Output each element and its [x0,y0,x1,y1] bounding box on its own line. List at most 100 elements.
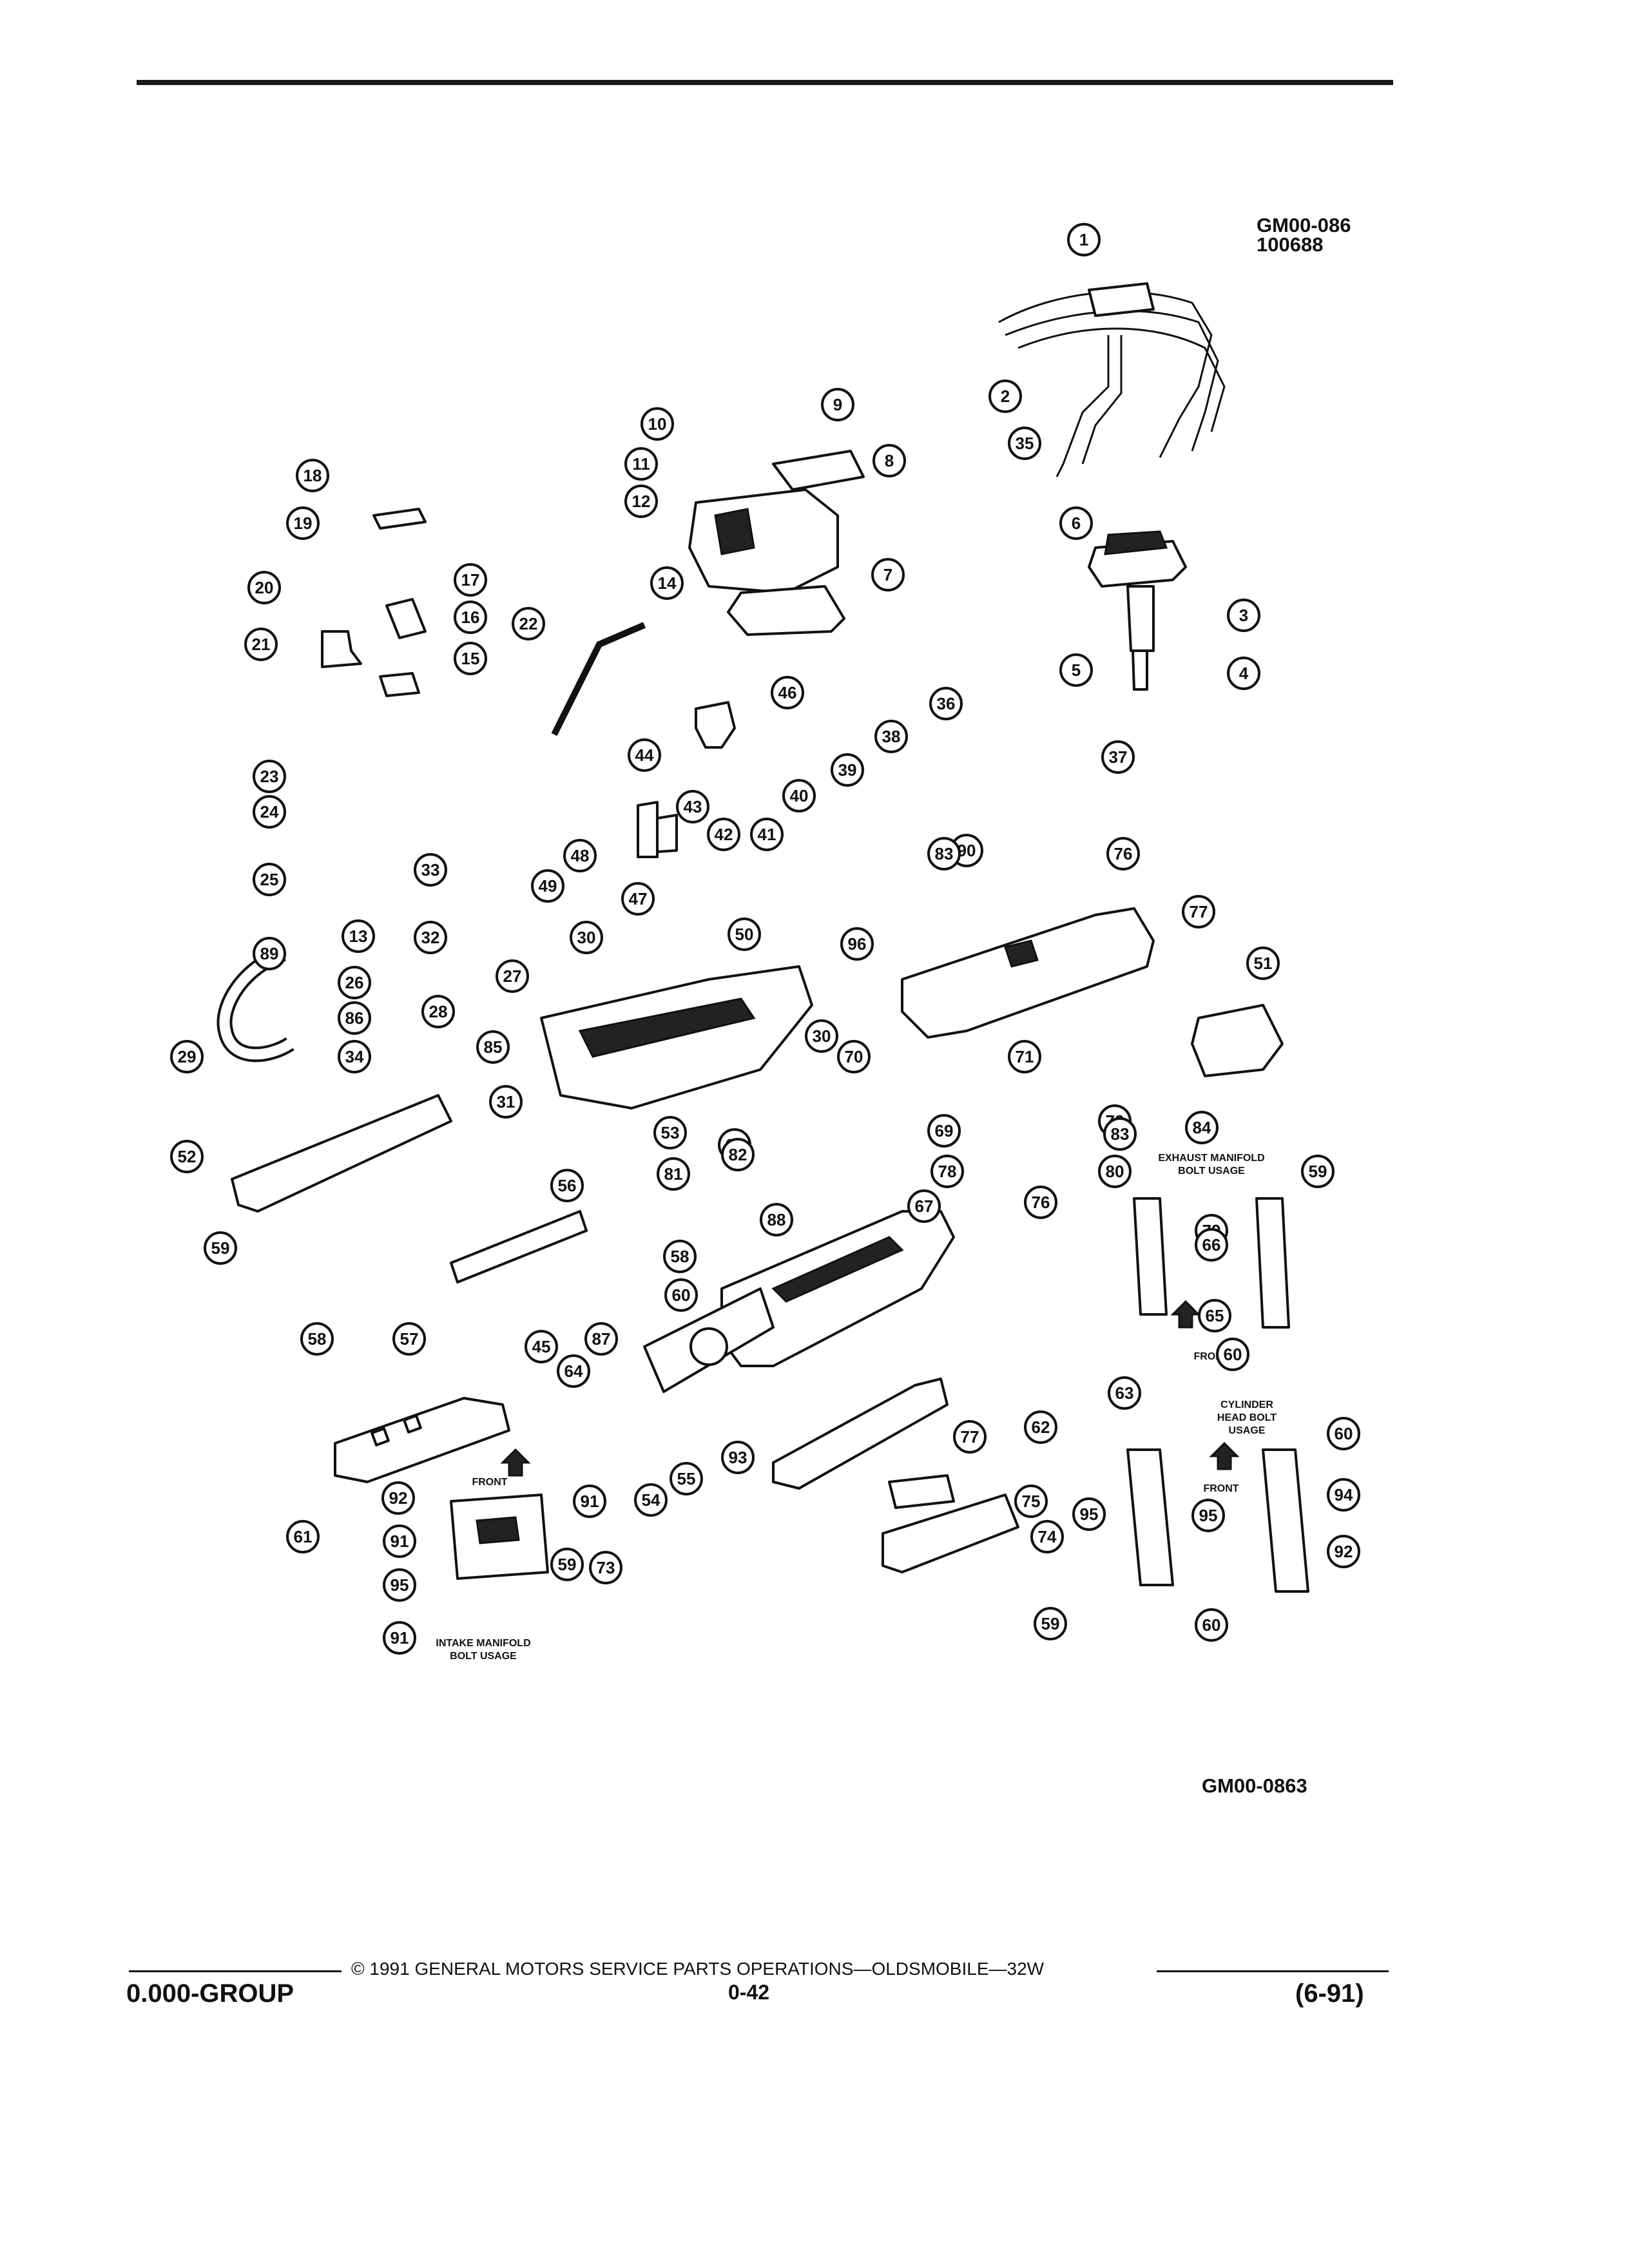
callout-number: 60 [672,1285,691,1305]
front-cover [1191,1004,1284,1077]
callout-number: 8 [885,451,894,470]
callout-number: 50 [735,925,754,944]
callout-circle [170,1040,204,1073]
callout-circle [296,459,329,492]
callout-number: 22 [519,614,538,633]
callout-58: 58 [663,1240,697,1273]
callout-62: 62 [1024,1410,1057,1444]
callout-number: 57 [400,1329,419,1349]
callout-circle [1008,427,1041,460]
callout-95: 95 [1191,1499,1225,1532]
callout-circle [907,1189,941,1223]
callout-43: 43 [676,790,709,823]
callout-number: 64 [564,1361,583,1381]
callout-number: 86 [345,1008,364,1028]
callout-58: 58 [300,1322,334,1356]
callout-number: 69 [935,1121,954,1140]
callout-number: 66 [1202,1235,1221,1254]
callout-number: 51 [1254,954,1273,973]
callout-number: 93 [729,1448,747,1467]
callout-number: 67 [915,1196,934,1216]
callout-1: 1 [1067,223,1101,256]
callout-96: 96 [840,927,874,961]
callout-15: 15 [454,642,487,675]
callout-circle [927,1114,961,1148]
callout-circle [338,966,371,999]
head-bolt-usage-left [1126,1448,1174,1586]
callout-3: 3 [1227,599,1260,632]
callout-circle [342,919,375,953]
callout-circle [584,1322,618,1356]
callout-number: 27 [503,966,522,986]
callout-74: 74 [1030,1520,1064,1553]
callout-number: 91 [581,1492,599,1511]
callout-44: 44 [628,738,661,772]
footer-rule-right [1157,1970,1389,1972]
callout-circle [657,1157,690,1191]
callout-circle [414,853,447,887]
callout-8: 8 [872,444,906,477]
callout-92: 92 [381,1481,415,1515]
callout-number: 55 [677,1469,696,1488]
callout-circle [476,1030,510,1064]
callout-92: 92 [1327,1535,1360,1568]
callout-circle [1072,1497,1106,1531]
callout-32: 32 [414,921,447,954]
callout-number: 96 [848,934,867,954]
callout-circle [550,1169,584,1202]
callout-circle [392,1322,426,1356]
callout-76: 76 [1106,837,1140,870]
callout-60: 60 [664,1278,698,1312]
callout-number: 56 [558,1176,577,1195]
egr-valve [695,701,736,749]
callout-number: 95 [390,1575,409,1595]
footer-page-number: 0-42 [728,1981,770,2004]
figure-ref-code: GM00-086 [1257,214,1351,236]
callout-circle [1108,1376,1141,1410]
callout-circle [247,571,281,604]
callout-11: 11 [624,447,658,481]
callout-number: 46 [778,683,797,702]
callout-number: 26 [345,973,364,992]
callout-circle [253,795,286,829]
callout-64: 64 [557,1354,590,1388]
callout-number: 38 [882,727,901,746]
callout-9: 9 [821,388,854,421]
callout-circle [1227,657,1260,690]
cylinder-head-label-2: HEAD BOLT [1217,1412,1277,1423]
exhaust-bolt-usage-left [1133,1197,1168,1316]
callout-circle [653,1116,687,1149]
callout-circle [650,566,684,600]
callout-number: 25 [260,870,279,889]
callout-circle [728,918,761,951]
callout-number: 21 [252,635,271,654]
callout-number: 14 [658,573,677,593]
callout-67: 67 [907,1189,941,1223]
callout-number: 6 [1072,514,1081,533]
callout-number: 76 [1114,844,1133,863]
callout-number: 83 [1111,1124,1130,1144]
callout-34: 34 [338,1040,371,1073]
callout-circle [621,882,655,916]
callout-circle [1106,837,1140,870]
callout-circle [383,1524,416,1558]
head-gasket [643,1287,775,1393]
callout-circle [489,1085,523,1119]
footer-copyright: © 1991 GENERAL MOTORS SERVICE PARTS OPER… [351,1959,1045,1979]
callout-number: 18 [304,466,322,485]
callout-45: 45 [525,1330,558,1363]
callout-circle [286,506,320,540]
callout-number: 11 [632,454,650,474]
callout-circle [1327,1417,1360,1450]
callout-circle [383,1621,416,1655]
callout-60: 60 [1195,1608,1228,1642]
callout-number: 58 [308,1329,327,1349]
callout-59: 59 [1034,1607,1067,1640]
callout-6: 6 [1059,506,1093,540]
callout-48: 48 [563,839,597,872]
callout-60: 60 [1216,1338,1249,1371]
intake-manifold-gasket [450,1494,549,1580]
callout-circle [1024,1186,1057,1219]
callout-circle [874,720,908,753]
